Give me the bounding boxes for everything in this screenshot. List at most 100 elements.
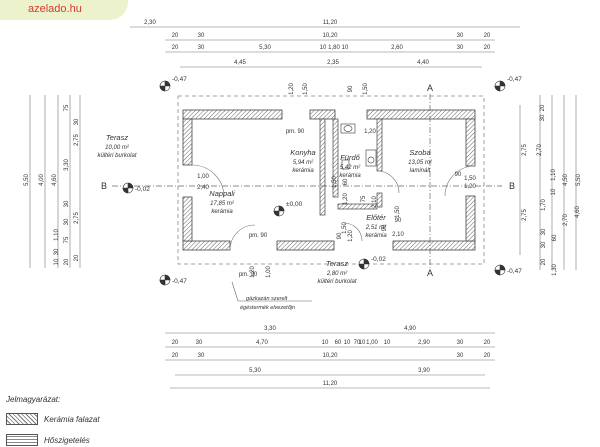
dimension-label: 10 [384,340,391,346]
level-label: ±0,00 [286,201,303,208]
dimension-label: 2,30 [144,20,156,26]
annotation-text: gázkazán szerelt [246,296,288,302]
opening-dimension: pm. 90 [286,129,305,135]
opening-dimension: 1,20 [343,193,349,205]
site-logo[interactable]: azelado.hu [0,0,128,20]
dimension-label: 30 [198,353,205,359]
dimension-label: 20 [484,353,491,359]
gas-leader-line [231,281,312,302]
dimension-label: 2,75 [522,144,528,156]
dimension-label: 2,35 [327,60,339,66]
legend-item-ceramic: Kerámia falazat [6,412,100,426]
level-label: -0,02 [371,256,386,263]
dimension-label: 1,10 [551,169,557,181]
dimension-label: 20 [484,45,491,51]
room-name: Terasz [106,133,128,142]
dimension-label: 20 [541,258,547,265]
opening-dimension: 1,00 [197,174,209,180]
dimension-label: 30 [54,248,60,255]
section-marker: B [509,181,515,191]
text-labels: Terasz 10,00 m² kültéri burkolat Konyha 5,94… [24,20,582,387]
dimension-label: 60 [335,340,342,346]
opening-dimension: 1,20 [364,129,376,135]
inner-walls [319,118,383,216]
dimension-label: 4,45 [234,60,246,66]
opening-dimension: 90 [395,218,402,224]
dimension-label: 1,00 [366,340,378,346]
dimension-label: 3,30 [64,159,70,171]
dimension-label: 20 [172,353,179,359]
dimension-label: 4,60 [575,206,581,218]
dimension-label: 30 [457,45,464,51]
legend-title: Jelmagyarázat: [6,395,61,404]
opening-dimension: 1,20 [464,184,476,190]
terrace-outline [177,95,485,265]
section-marker: B [101,181,107,191]
level-label: -0,47 [507,268,522,275]
dimension-label: 20 [172,33,179,39]
room-name: Nappali [209,189,235,198]
dimension-label: 10 [320,45,327,51]
section-marker: A [427,268,433,278]
dimension-label: 3,90 [418,368,430,374]
dimension-label: 1,70 [541,199,547,211]
dimension-label: 4,90 [404,326,416,332]
dimension-label: 2,75 [74,212,80,224]
dimension-label: 30 [457,353,464,359]
dimension-label: 5,30 [249,368,261,374]
dimension-label: 10 [322,340,329,346]
opening-dimension: pm. 90 [239,272,258,278]
dimension-label: 20 [74,254,80,261]
opening-dimension: 2,10 [372,196,378,208]
opening-dimension: 60 [343,178,349,185]
dimension-label: 2,70 [563,214,569,226]
dimension-label: 4,60 [52,174,58,186]
opening-dimension: 90 [348,85,354,92]
room-name: Konyha [290,148,315,157]
dimension-label: 30 [457,33,464,39]
room-floor: kültéri burkolat [97,153,136,159]
room-area: 10,00 m² [105,145,130,151]
room-floor: kerámia [365,233,387,239]
dimension-label: 4,50 [563,174,569,186]
dimension-label: 5,30 [259,45,271,51]
dimension-label: 4,70 [256,340,268,346]
room-name: Előtér [366,213,386,222]
room-name: Terasz [326,259,348,268]
dimension-label: 10 [551,188,557,195]
dimension-label: 30 [457,340,464,346]
opening-dimension: 1,50 [363,83,369,95]
opening-dimension: 1,20 [289,83,295,95]
dimension-label: 20 [484,340,491,346]
level-label: -0,02 [135,186,150,193]
dimension-label: 30 [198,33,205,39]
room-floor: kültéri burkolat [317,279,356,285]
dimension-label: 5,50 [24,174,30,186]
site-logo-text: azelado.hu [28,3,82,15]
level-label: -0,47 [507,76,522,83]
opening-dimension: 75 [361,195,367,202]
section-lines [112,94,502,268]
dimension-label: 4,00 [39,174,45,186]
opening-dimension: 90 [382,224,388,231]
level-label: -0,47 [172,278,187,285]
dimension-label: 20 [484,33,491,39]
room-floor: kerámia [211,209,233,215]
legend-item-label: Kerámia falazat [44,414,100,424]
dimension-label: 2,75 [74,134,80,146]
opening-dimension: 1,50 [395,206,401,218]
room-floor: kerámia [339,173,361,179]
dimension-label: 1,10 [54,229,60,241]
section-marker: A [427,83,433,93]
opening-dimension: 2,10 [392,232,404,238]
room-area: 5,94 m² [293,160,314,166]
room-floor: laminált [410,168,431,174]
dimension-label: 10,20 [322,353,338,359]
dimension-label: 30 [196,340,203,346]
dimension-label: 11,20 [323,381,338,387]
dimension-label: 2,60 [391,45,403,51]
opening-dimension: 1,50 [342,222,348,234]
door-swings [191,164,476,251]
opening-dimension: 90 [337,232,343,239]
